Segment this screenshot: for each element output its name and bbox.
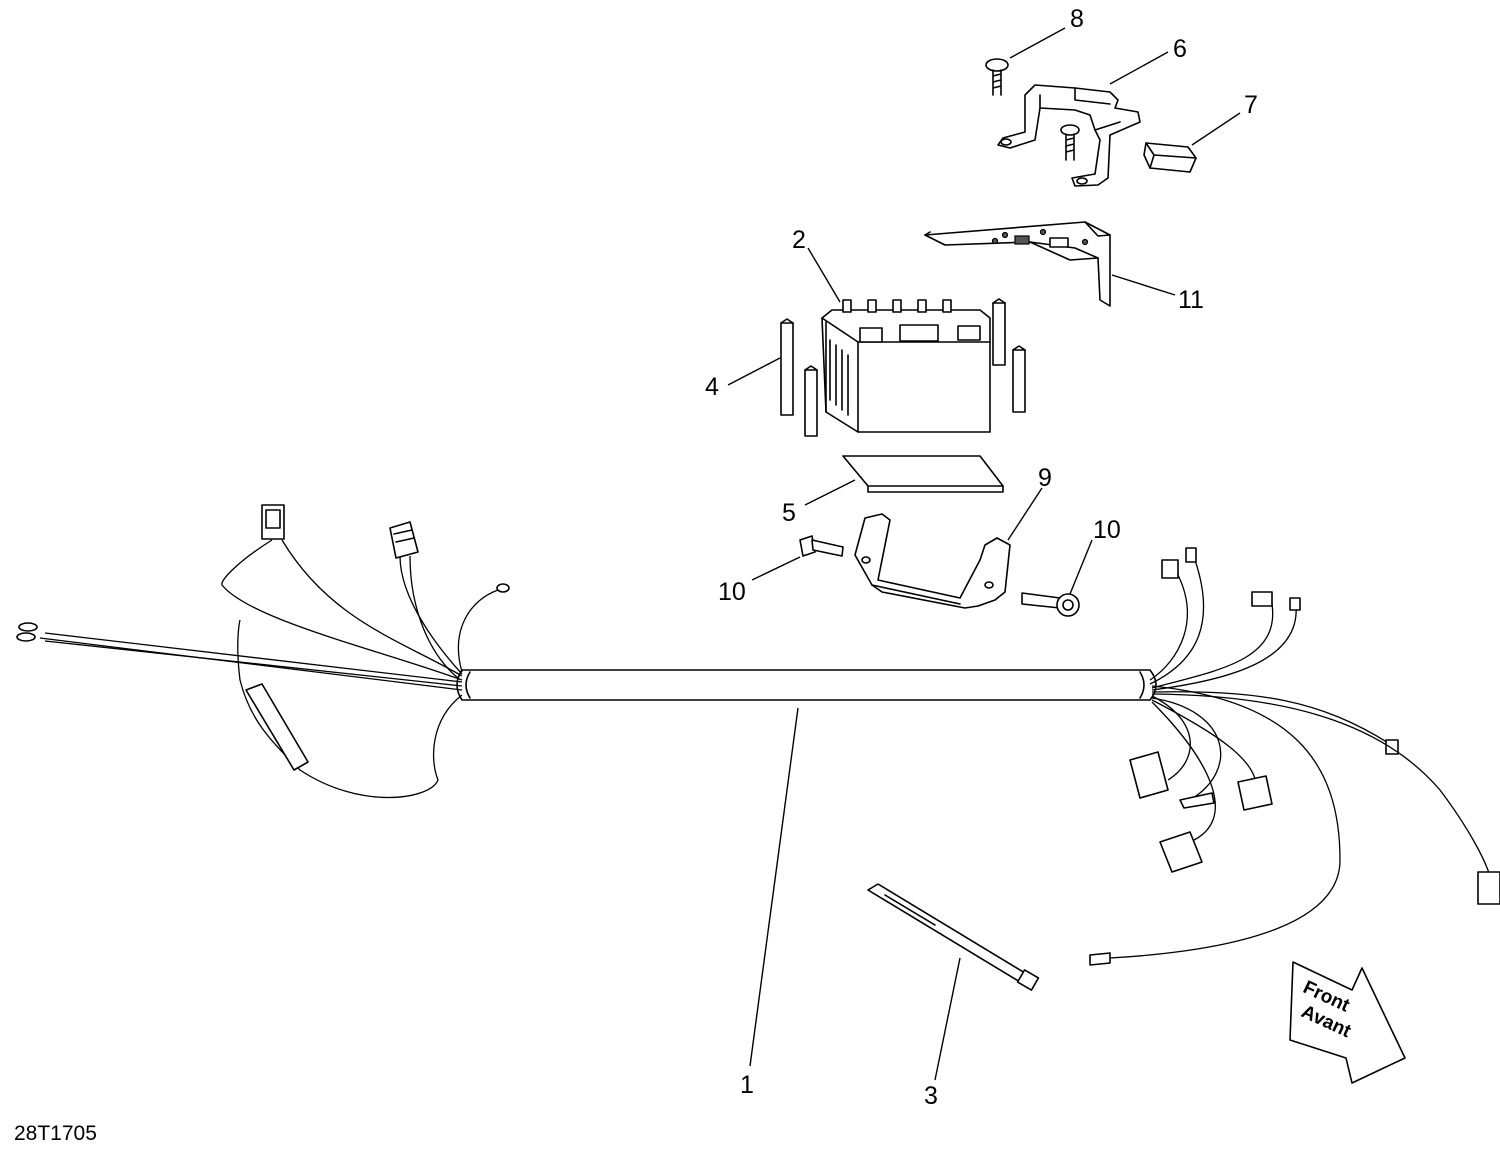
part-3-cable-tie: [867, 883, 1040, 991]
part-6-bracket: [997, 84, 1141, 187]
part-2-battery: [821, 299, 991, 433]
harness-right-wires: [1089, 547, 1500, 966]
callout-6: 6: [1173, 35, 1187, 63]
callout-8: 8: [1070, 5, 1084, 33]
callout-labels: 8 6 7 2 11 4 9 5 10 10 1 3: [705, 5, 1258, 1110]
part-11-plate: [924, 221, 1111, 307]
part-7-pad: [1143, 142, 1197, 173]
callout-10-left: 10: [718, 578, 746, 606]
callout-1: 1: [740, 1071, 754, 1099]
harness-left-wires: [16, 504, 510, 799]
callout-3: 3: [924, 1082, 938, 1110]
callout-10-right: 10: [1093, 516, 1121, 544]
part-10-bolt-right: [1021, 592, 1080, 617]
part-5-pad: [842, 455, 1004, 493]
part-4-foam-blocks: [780, 298, 1026, 437]
part-8-screw: [985, 58, 1009, 96]
callout-5: 5: [782, 499, 796, 527]
part-1-harness: [456, 669, 1157, 701]
callout-11: 11: [1178, 286, 1204, 314]
front-direction-arrow: Front Avant: [1289, 961, 1406, 1084]
callout-9: 9: [1038, 464, 1052, 492]
part-9-strap: [854, 513, 1011, 609]
callout-7: 7: [1244, 91, 1258, 119]
figure-code: 28T1705: [14, 1122, 97, 1145]
callout-4: 4: [705, 373, 719, 401]
part-10-bolt-left: [799, 535, 844, 557]
leader-lines: [727, 27, 1241, 1081]
battery-vents: [842, 299, 952, 313]
part-8b-screw: [1060, 124, 1080, 161]
callout-2: 2: [792, 226, 806, 254]
